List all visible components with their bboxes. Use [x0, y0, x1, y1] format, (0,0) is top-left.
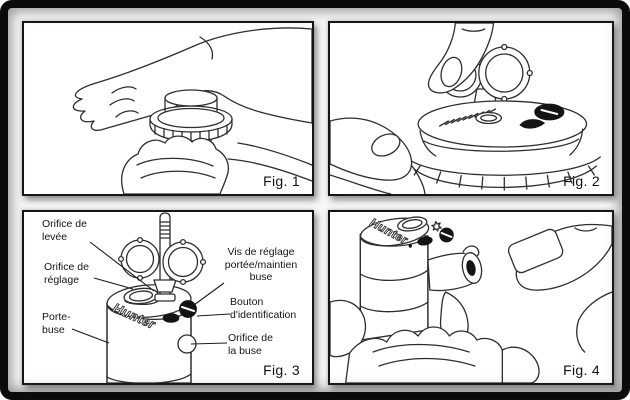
thumb-nail [368, 130, 403, 160]
thumb-nail [507, 227, 565, 274]
figure-panel-1: Fig. 1 [22, 21, 314, 196]
collar-ribs [414, 166, 594, 190]
leader-lines [72, 242, 230, 344]
label-nozzle-holder: Porte- buse [42, 311, 71, 336]
star-detail [432, 222, 441, 232]
label-nozzle-orifice: Orifice de la buse [228, 332, 273, 357]
label-adjustment-orifice: Orifice de réglage [44, 261, 89, 286]
figure-grid: Fig. 1 [22, 21, 614, 385]
nozzle-hole [465, 260, 476, 277]
fig3-caption: Fig. 3 [263, 362, 300, 378]
identification-button [163, 314, 179, 323]
label-id-button: Bouton d'identification [230, 296, 297, 321]
figure-panel-4: Hunter [328, 210, 614, 385]
finger-nail [438, 55, 466, 90]
fig3-illustration-labeled-turret: Hunter [24, 212, 312, 383]
fig2-illustration-finger-pulling-riser [330, 23, 612, 194]
fig1-illustration-hand-pressing-cap [24, 23, 312, 194]
figure-panel-3: Hunter [22, 210, 314, 385]
fig4-caption: Fig. 4 [563, 362, 600, 378]
figure-panel-2: Fig. 2 [328, 21, 614, 196]
fig2-caption: Fig. 2 [563, 173, 600, 189]
label-adjustment-screw: Vis de réglage portée/maintien buse [224, 246, 298, 283]
label-lift-orifice: Orifice de levée [42, 218, 87, 243]
fig1-caption: Fig. 1 [263, 173, 300, 189]
fig4-illustration-thumb-inserting-nozzle: Hunter [330, 215, 612, 383]
